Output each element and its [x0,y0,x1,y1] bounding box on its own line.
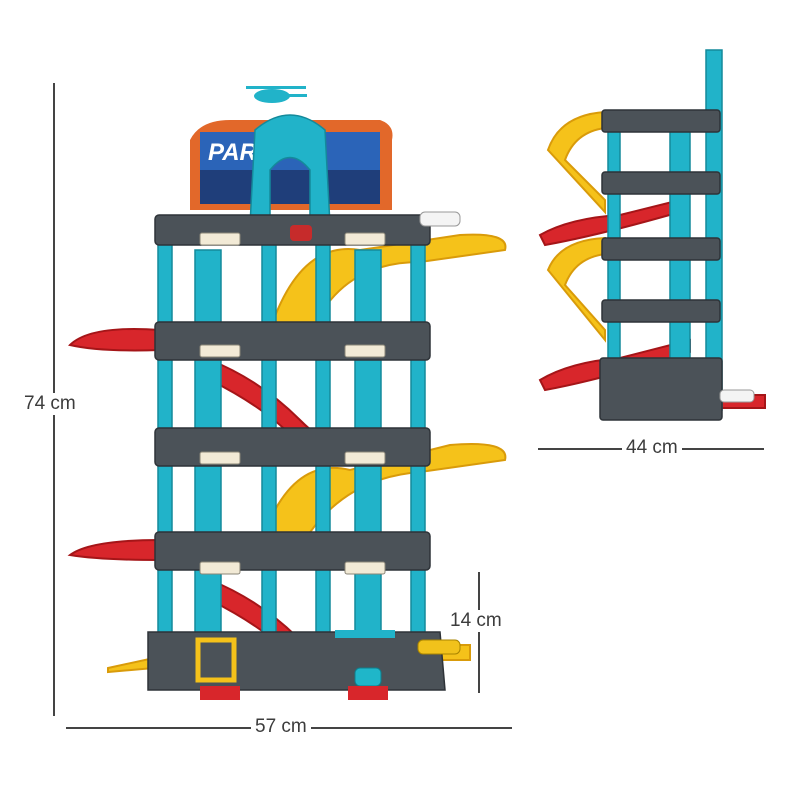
height-label: 74 cm [20,393,80,415]
depth-label: 44 cm [622,437,682,459]
toy-cars [290,211,461,687]
helicopter [246,86,307,103]
level-height-label: 14 cm [446,610,506,632]
level-height-dimension-line [478,572,480,693]
parking-signs [199,232,386,575]
base-gates [195,630,395,700]
width-label: 57 cm [251,716,311,738]
